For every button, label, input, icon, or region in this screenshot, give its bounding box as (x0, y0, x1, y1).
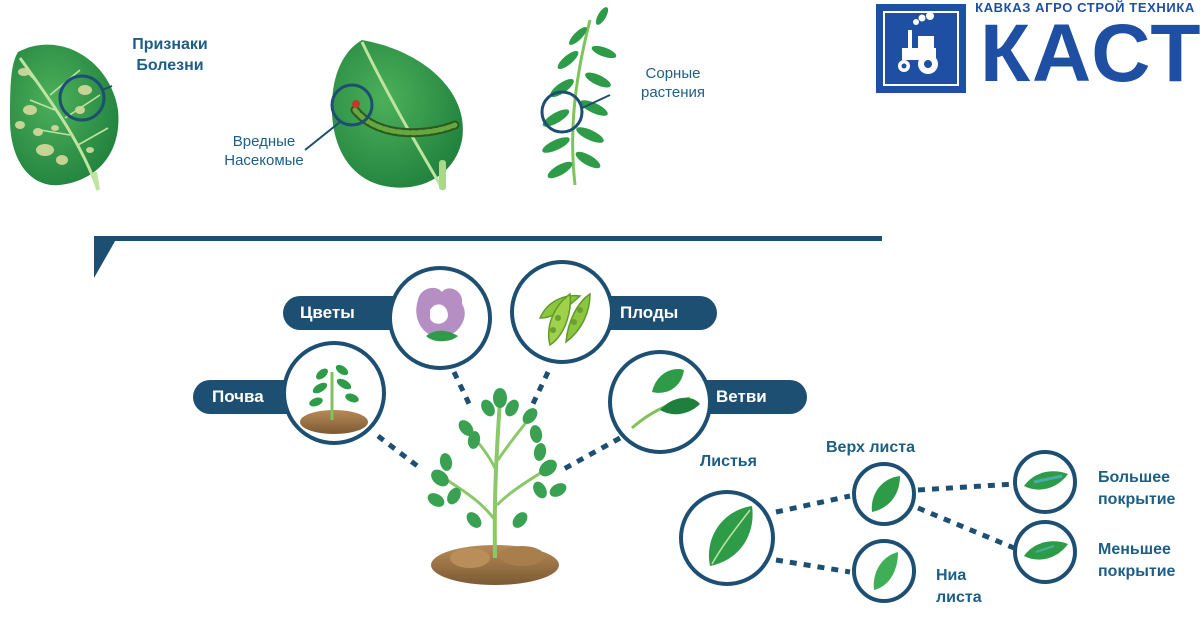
logo-name: КАСТ (980, 10, 1196, 98)
weed-illustration (540, 5, 617, 185)
branch-circle (610, 352, 710, 452)
flowers-label: Цветы (300, 303, 380, 323)
leaf-upper-circle (854, 464, 914, 524)
pest-leaf-illustration (305, 40, 463, 190)
disease-label: Признаки Болезни (120, 34, 220, 76)
flower-circle (390, 268, 490, 368)
soil-circle (284, 343, 384, 443)
soil-label: Почва (212, 387, 292, 407)
central-plant-illustration (425, 388, 569, 585)
pests-label: Вредные Насекомые (218, 132, 310, 170)
company-logo (876, 4, 966, 93)
leaves-title: Листья (700, 451, 780, 472)
leaf-less-coverage-circle (1015, 522, 1075, 582)
fruits-circle (512, 262, 612, 362)
branches-label: Ветви (716, 387, 796, 407)
section-divider (94, 236, 882, 278)
leaf-lower-circle (854, 541, 914, 601)
leaf-more-coverage-circle (1015, 452, 1075, 512)
diseased-leaf-illustration (10, 45, 118, 190)
weeds-label: Сорные растения (628, 64, 718, 102)
leaf-lower-label: Ниа листа (936, 565, 1006, 609)
less-coverage-label: Меньшее покрытие (1098, 539, 1198, 583)
leaf-upper-label: Верх листа (826, 437, 946, 458)
fruits-label: Плоды (620, 303, 700, 323)
leaf-main-circle (681, 492, 773, 584)
more-coverage-label: Большее покрытие (1098, 467, 1198, 511)
